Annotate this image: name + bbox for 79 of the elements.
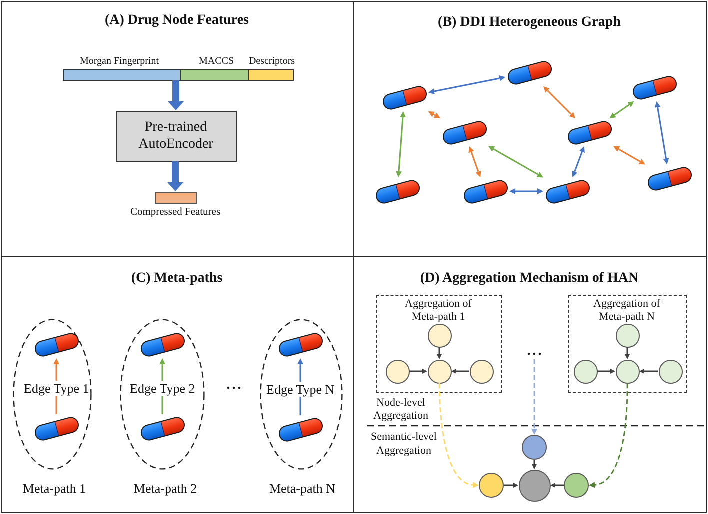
block-caption: Compressed Features — [129, 206, 222, 218]
arrow — [452, 369, 470, 374]
capsule-icon — [506, 58, 554, 86]
double-headed-arrow — [488, 146, 544, 178]
capsule-icon — [138, 330, 186, 358]
block-arrow — [168, 80, 184, 110]
capsule-icon — [374, 178, 422, 206]
double-headed-arrow — [396, 112, 406, 178]
section-label: Node-level Aggregation — [372, 397, 430, 423]
panel — [1, 1, 354, 257]
edge-label: Edge Type 2 — [129, 381, 196, 396]
arrow — [437, 348, 442, 360]
graph-node-circle — [616, 360, 640, 384]
segment-label: Morgan Fingerprint — [79, 56, 160, 68]
capsule-icon — [646, 164, 694, 192]
double-headed-arrow — [428, 112, 440, 118]
arrow — [410, 369, 428, 374]
double-headed-arrow — [614, 146, 646, 165]
arrow — [550, 483, 564, 488]
capsule-icon — [276, 416, 324, 444]
graph-node-circle — [386, 360, 410, 384]
panel-title: (B) DDI Heterogeneous Graph — [437, 14, 622, 31]
double-headed-arrow — [544, 86, 576, 118]
panel-title: (A) Drug Node Features — [104, 12, 250, 29]
capsule-icon — [276, 330, 324, 358]
dashed-arrow — [438, 383, 479, 488]
capsule-icon — [380, 84, 428, 112]
arrow — [598, 369, 616, 374]
double-headed-arrow — [428, 76, 506, 94]
graph-node-circle — [470, 360, 494, 384]
block-arrow — [168, 162, 184, 192]
arrow — [532, 460, 537, 470]
group-title: Aggregation of Meta-path N — [592, 298, 662, 324]
edge-label: Edge Type N — [266, 382, 336, 396]
capsule-icon — [630, 74, 678, 102]
graph-node-circle — [428, 324, 452, 348]
graph-node-circle — [522, 435, 547, 460]
arrow — [640, 369, 658, 374]
ellipsis-text: ... — [226, 378, 244, 394]
dashed-arrow — [589, 384, 628, 488]
panel-title: (D) Aggregation Mechanism of HAN — [419, 270, 640, 287]
group-frame — [376, 294, 502, 392]
arrow — [504, 483, 518, 488]
graph-node-circle — [616, 324, 640, 348]
ellipse-caption: Meta-path 2 — [132, 480, 198, 496]
section-label: Semantic-level Aggregation — [370, 430, 438, 458]
double-headed-arrow — [510, 188, 544, 194]
capsule-icon — [440, 118, 488, 146]
panel — [353, 1, 707, 257]
graph-node-circle — [658, 360, 682, 384]
capsule-icon — [32, 330, 80, 358]
ellipse-caption: Meta-path N — [268, 480, 337, 496]
ellipsis-text: ... — [526, 344, 545, 360]
segment-label: MACCS — [198, 56, 235, 68]
graph-node-circle — [518, 470, 550, 502]
capsule-icon — [138, 414, 186, 442]
double-headed-arrow — [654, 102, 670, 164]
panel-title: (C) Meta-paths — [130, 270, 224, 287]
group-frame — [568, 294, 686, 392]
capsule-icon — [462, 178, 510, 206]
edge-label: Edge Type 1 — [23, 381, 90, 396]
dashed-arrow — [532, 360, 538, 435]
graph-node-circle — [574, 360, 598, 384]
graph-node-circle — [428, 360, 452, 384]
segment-label: Descriptors — [248, 56, 296, 68]
arrow — [625, 348, 630, 360]
process-label: Pre-trained AutoEncoder — [138, 118, 214, 152]
graph-node-circle — [564, 473, 589, 498]
panel — [353, 256, 707, 513]
process-box — [116, 110, 236, 162]
ellipse-caption: Meta-path 1 — [22, 480, 88, 496]
double-headed-arrow — [468, 146, 482, 178]
group-title: Aggregation of Meta-path 1 — [404, 298, 473, 324]
capsule-icon — [32, 414, 80, 442]
double-headed-arrow — [572, 146, 585, 178]
capsule-icon — [566, 118, 614, 146]
double-headed-arrow — [610, 102, 634, 118]
graph-node-circle — [479, 473, 504, 498]
capsule-icon — [544, 178, 592, 206]
